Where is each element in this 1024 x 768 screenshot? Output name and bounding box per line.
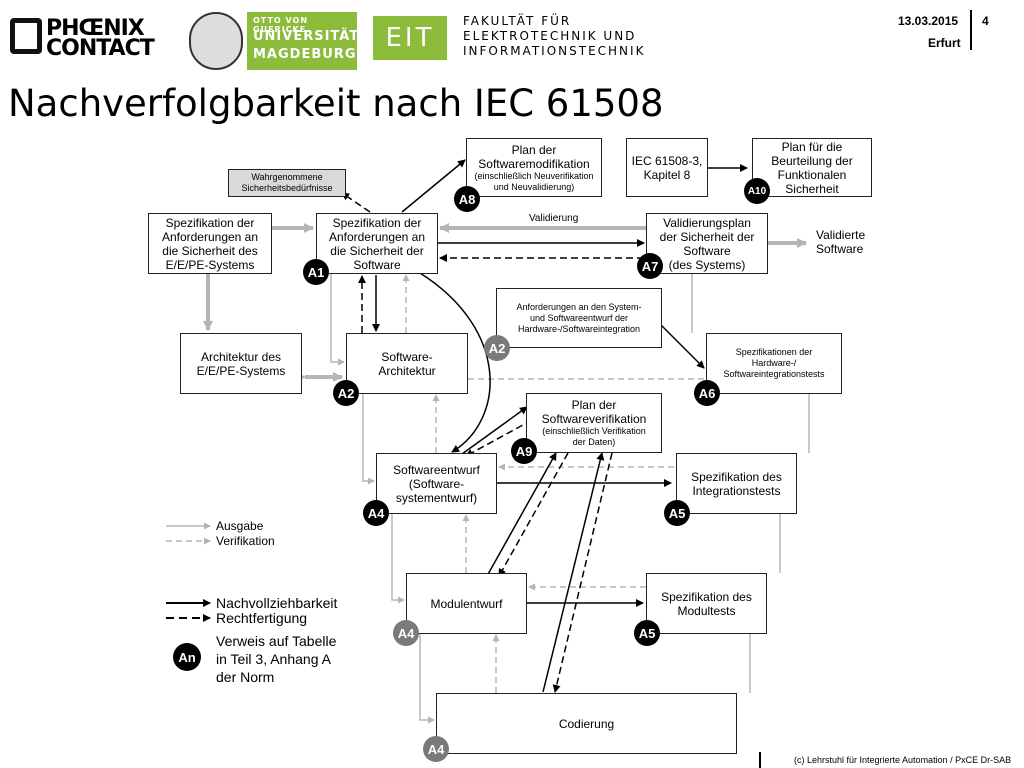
badge-a6: A6 (694, 380, 720, 406)
page-title: Nachverfolgbarkeit nach IEC 61508 (8, 82, 664, 125)
label-validierung: Validierung (529, 213, 579, 224)
phoenix-contact-logo: PHŒNIX CONTACT (10, 16, 172, 61)
faculty-line3: INFORMATIONSTECHNIK (463, 44, 646, 58)
faculty-line2: ELEKTROTECHNIK UND (463, 29, 637, 43)
legend-verifikation: Verifikation (216, 534, 275, 548)
eit-logo: EIT (373, 16, 447, 60)
box-softwareentwurf: Softwareentwurf(Software-systementwurf) (376, 453, 497, 514)
portrait-image (189, 12, 243, 70)
eit-text: EIT (385, 23, 435, 53)
footer-copyright: (c) Lehrstuhl für Integrierte Automation… (794, 755, 1012, 765)
badge-a8: A8 (454, 186, 480, 212)
box-software-architektur: Software-Architektur (346, 333, 468, 394)
legend-verweis: Verweis auf Tabelle in Teil 3, Anhang A … (216, 633, 337, 685)
legend-ausgabe: Ausgabe (216, 519, 264, 533)
box-codierung: Codierung (436, 693, 737, 754)
box-anforderungen-integration: Anforderungen an den System-und Software… (496, 288, 662, 348)
uni-green-block (247, 12, 357, 70)
badge-a5-integration: A5 (664, 500, 690, 526)
university-logo: OTTO VON GUERICKE UNIVERSITÄT MAGDEBURG (187, 10, 364, 74)
badge-a4-entwurf: A4 (363, 500, 389, 526)
page-number: 4 (982, 14, 989, 28)
legend-badge-an: An (173, 643, 201, 671)
badge-a10: A10 (744, 178, 770, 204)
faculty-line1: FAKULTÄT FÜR (463, 14, 572, 28)
badge-a4-modul: A4 (393, 620, 419, 646)
legend-rechtfertigung: Rechtfertigung (216, 610, 308, 626)
phoenix-logo-mark (10, 18, 42, 54)
brand-line1: PHŒNIX (46, 16, 145, 41)
box-modulentwurf: Modulentwurf (406, 573, 527, 634)
badge-a5-modul: A5 (634, 620, 660, 646)
badge-a7: A7 (637, 253, 663, 279)
header-divider (970, 10, 972, 50)
legend-nachvollziehbarkeit: Nachvollziehbarkeit (216, 595, 338, 611)
footer-divider (759, 752, 761, 768)
badge-a4-codierung: A4 (423, 736, 449, 762)
faculty-name: FAKULTÄT FÜR ELEKTROTECHNIK UND INFORMAT… (463, 14, 645, 59)
badge-a2-gray: A2 (484, 335, 510, 361)
badge-a2: A2 (333, 380, 359, 406)
uni-line1: UNIVERSITÄT (253, 29, 360, 44)
uni-line0: OTTO VON GUERICKE (253, 16, 309, 34)
uni-line2: MAGDEBURG (253, 47, 357, 62)
brand-line2: CONTACT (46, 36, 155, 61)
box-iec-61508-3: IEC 61508-3,Kapitel 8 (626, 138, 708, 197)
date-text: 13.03.2015 (898, 14, 959, 28)
place-text: Erfurt (928, 36, 961, 50)
badge-a1: A1 (303, 259, 329, 285)
badge-a9: A9 (511, 438, 537, 464)
